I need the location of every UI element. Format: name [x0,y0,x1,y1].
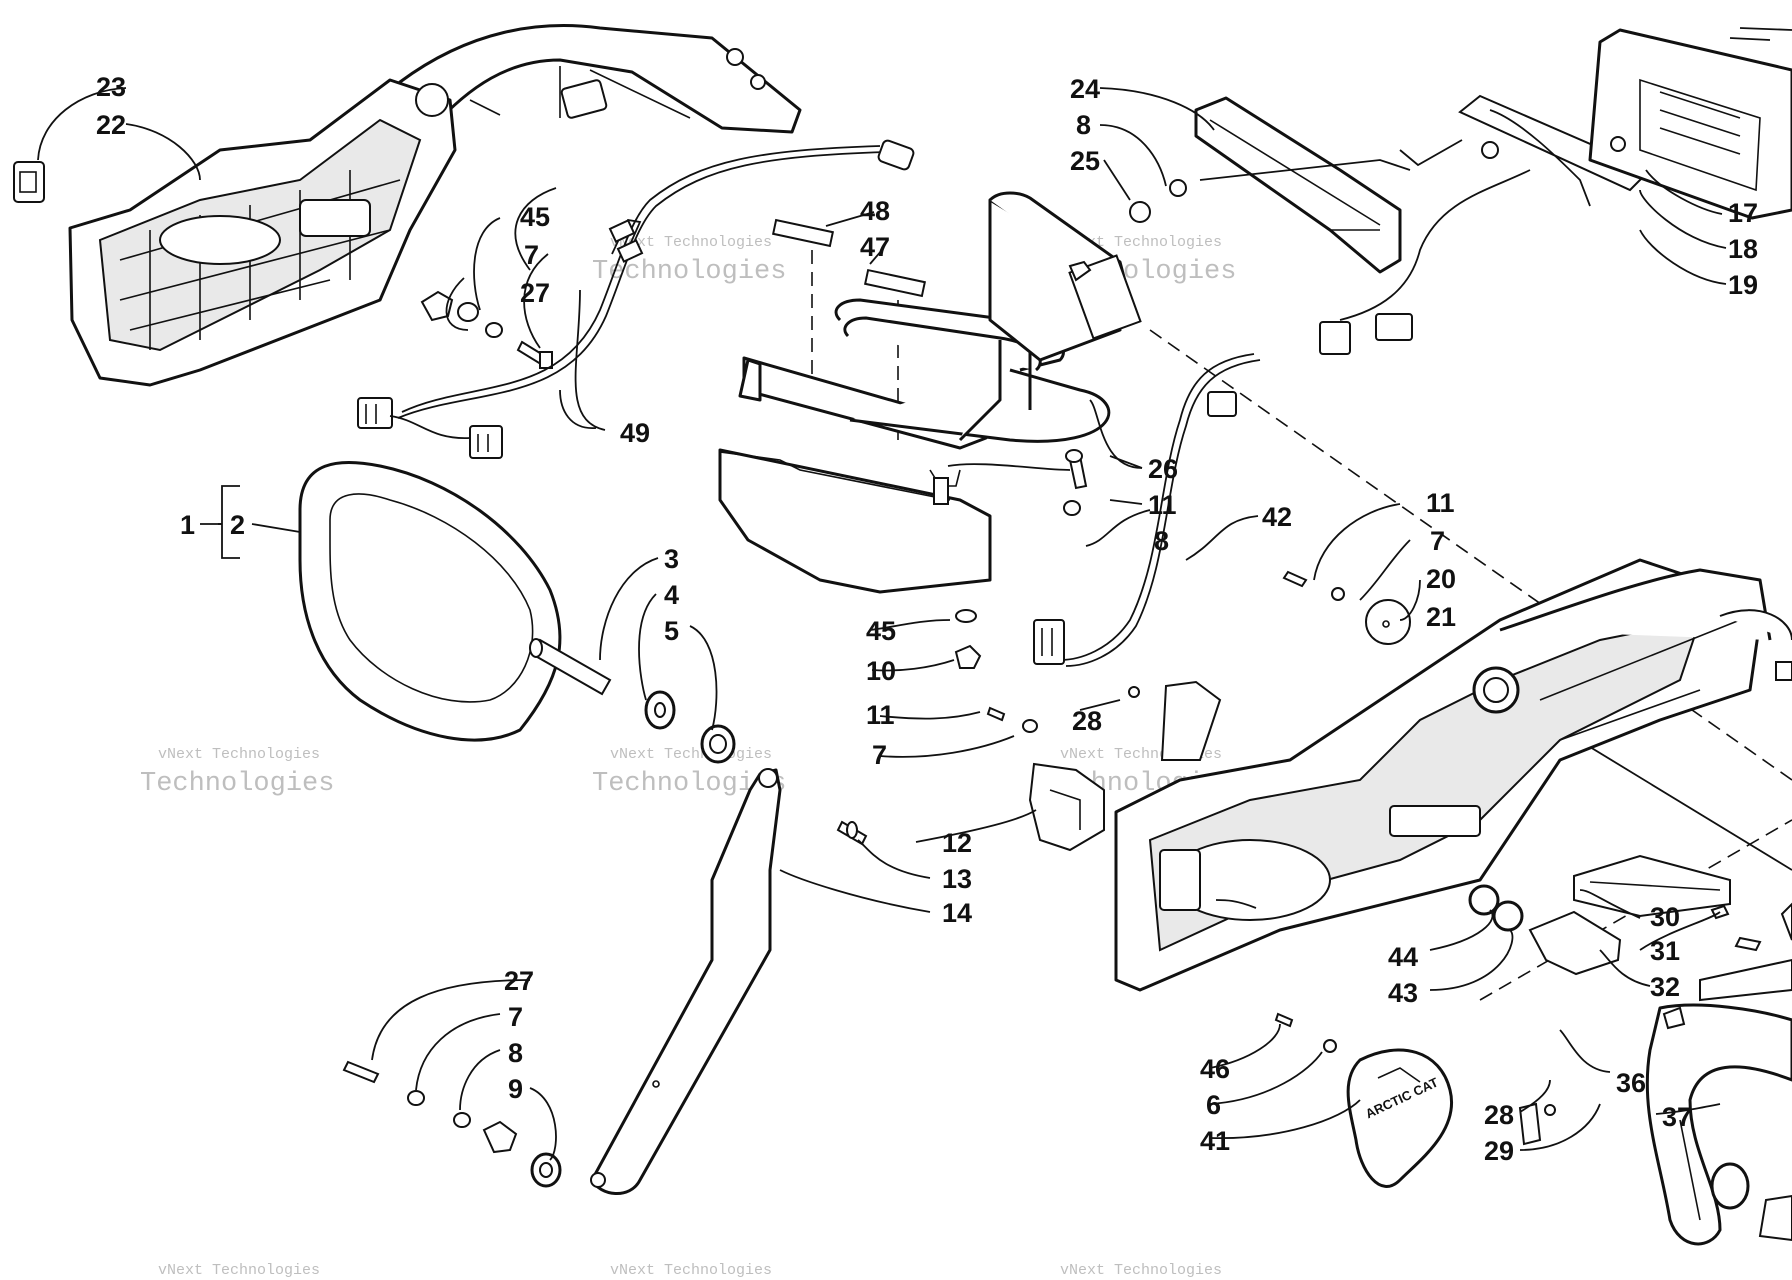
callout-6: 6 [1206,1090,1221,1120]
cover-41 [1346,1048,1454,1188]
watermark-text: vNext Technologies [610,234,772,251]
knob-hardware-top [420,290,553,369]
callout-7: 7 [524,240,539,270]
callout-36: 36 [1616,1068,1646,1098]
callout-7: 7 [1430,526,1445,556]
callout-21: 21 [1426,602,1456,632]
taillight-assembly [1129,27,1792,355]
callout-7: 7 [872,740,887,770]
decal-47 [863,268,927,298]
callout-14: 14 [942,898,972,928]
wiring-harness-42 [1033,353,1261,667]
callout-13: 13 [942,864,972,894]
callout-42: 42 [1262,502,1292,532]
callout-12: 12 [942,828,972,858]
callout-37: 37 [1662,1102,1692,1132]
knob-hardware-bottom [342,1060,562,1188]
callout-24: 24 [1070,74,1100,104]
watermark-text: vNext Technologies [610,1262,772,1279]
watermark-text: vNext Technologies [158,1262,320,1279]
callout-8: 8 [1154,526,1169,556]
callout-11: 11 [1148,490,1177,520]
callout-27: 27 [504,966,534,996]
lens-12 [1028,762,1105,852]
center-hardware [836,260,1411,852]
switch-part-23 [13,161,45,203]
left-arm-rail [398,24,802,152]
callout-8: 8 [1076,110,1091,140]
watermark-text: Technologies [592,257,786,287]
callout-43: 43 [1388,978,1418,1008]
backrest-assembly [298,460,736,764]
callout-19: 19 [1728,270,1758,300]
callout-28: 28 [1484,1100,1514,1130]
watermark-text: vNext Technologies [610,746,772,763]
callout-27: 27 [520,278,550,308]
taillight-lens-24 [1194,96,1402,274]
callout-23: 23 [96,72,126,102]
support-arm-14 [590,768,782,1195]
rack-assembly [718,191,1142,594]
callout-10: 10 [866,656,896,686]
callout-41: 41 [1200,1126,1230,1156]
callout-45: 45 [866,616,896,646]
callout-2: 2 [230,510,245,540]
callout-4: 4 [664,580,679,610]
callout-11: 11 [866,700,895,730]
callout-7: 7 [508,1002,523,1032]
callout-49: 49 [620,418,650,448]
left-arm-assembly [13,24,802,387]
callout-26: 26 [1148,454,1178,484]
callout-11: 11 [1426,488,1455,518]
callout-47: 47 [860,232,890,262]
wiring-harness-49 [357,139,915,459]
callout-9: 9 [508,1074,523,1104]
leader-lines [37,37,1771,1161]
callout-5: 5 [664,616,679,646]
backrest-pad [298,460,562,742]
group-bracket [200,485,240,559]
bracket-28 [1160,680,1222,761]
right-arm-assembly [1114,558,1792,992]
callout-18: 18 [1728,234,1758,264]
callout-29: 29 [1484,1136,1514,1166]
watermark-text: vNext Technologies [158,746,320,763]
callout-labels: 23 22 45 7 27 49 48 47 24 8 25 17 18 19 … [96,72,1758,1166]
callout-22: 22 [96,110,126,140]
grab-handle-36 [1645,1003,1792,1246]
watermark-text: Technologies [140,769,334,799]
callout-32: 32 [1650,972,1680,1002]
watermark-text: vNext Technologies [1060,1262,1222,1279]
callout-31: 31 [1650,936,1680,966]
callout-48: 48 [860,196,890,226]
callout-44: 44 [1388,942,1418,972]
decal-48 [771,218,835,248]
callout-20: 20 [1426,564,1456,594]
callout-1: 1 [180,510,195,540]
callout-28: 28 [1072,706,1102,736]
callout-3: 3 [664,544,679,574]
callout-45: 45 [520,202,550,232]
callout-30: 30 [1650,902,1680,932]
callout-25: 25 [1070,146,1100,176]
callout-8: 8 [508,1038,523,1068]
bottom-right-hardware: ARCTIC CAT [1274,854,1792,1246]
callout-46: 46 [1200,1054,1230,1084]
callout-17: 17 [1728,198,1758,228]
